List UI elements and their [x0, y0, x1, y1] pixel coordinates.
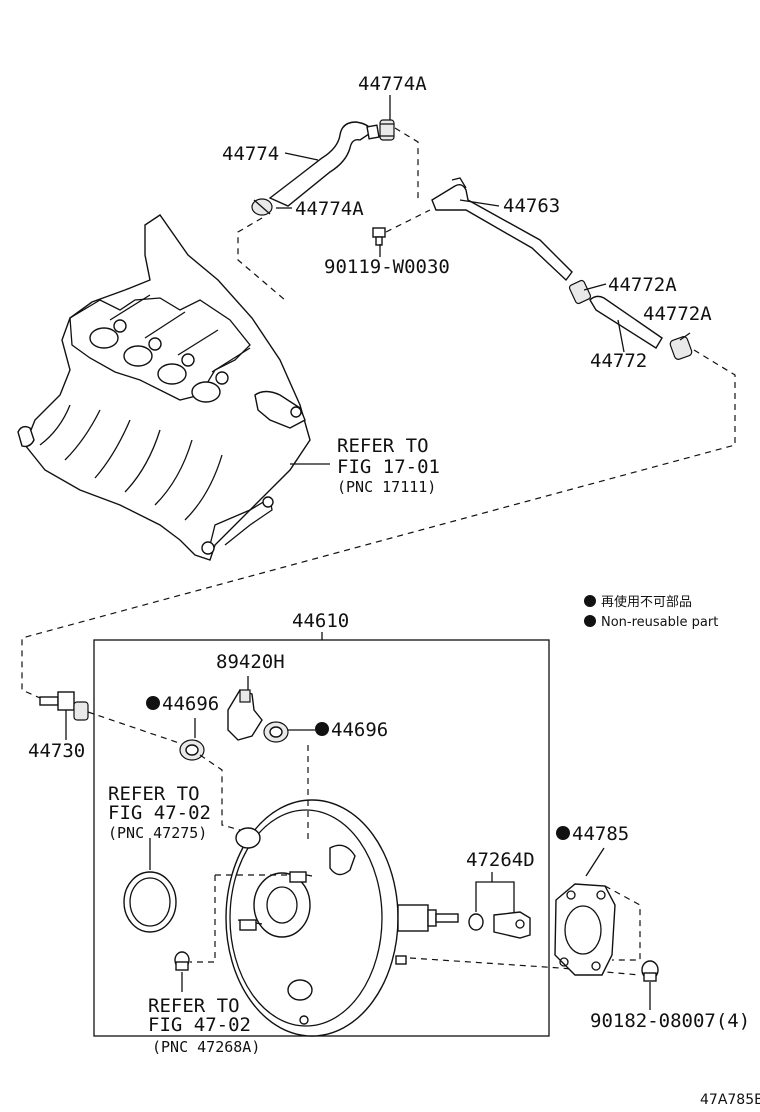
non-reusable-dot-icon — [584, 595, 596, 607]
label-47264D: 47264D — [466, 849, 535, 871]
clevis-47264D-drawing — [468, 911, 531, 939]
label-44774A-top: 44774A — [358, 73, 427, 95]
legend-english: Non-reusable part — [601, 615, 718, 630]
label-44774A-bottom: 44774A — [295, 198, 364, 220]
clamp-44772A-b — [669, 336, 693, 360]
clamp-44772A-a — [568, 279, 592, 305]
refer-fig-47-02-a-line1: REFER TO — [108, 783, 200, 805]
hose-44774-drawing — [251, 119, 395, 216]
diagram-code: 47A785B — [700, 1092, 760, 1108]
refer-fig-47-02-b-line1: REFER TO — [148, 995, 240, 1017]
check-valve-44730-drawing — [39, 691, 89, 740]
nut-90182-drawing — [641, 960, 659, 982]
gasket-44785-drawing — [554, 883, 616, 976]
label-44772A-a: 44772A — [608, 274, 677, 296]
refer-fig-47-02-a-line2: FIG 47-02 — [108, 802, 211, 824]
refer-fig-47-02-b-line3: (PNC 47268A) — [152, 1038, 260, 1056]
nut-47268A-drawing — [174, 951, 190, 971]
non-reusable-dot-icon — [556, 826, 570, 840]
legend-japanese: 再使用不可部品 — [601, 594, 692, 610]
label-90182-08007: 90182-08007(4) — [590, 1010, 750, 1032]
label-44696-left: 44696 — [162, 693, 219, 715]
refer-fig-47-02-a-line3: (PNC 47275) — [108, 824, 207, 842]
label-44772A-b: 44772A — [643, 303, 712, 325]
non-reusable-dot-icon — [584, 615, 596, 627]
pipe-44763-drawing — [431, 177, 573, 282]
label-44763: 44763 — [503, 195, 560, 217]
non-reusable-dot-icon — [146, 696, 160, 710]
label-44730: 44730 — [28, 740, 85, 762]
label-44772: 44772 — [590, 350, 647, 372]
non-reusable-dot-icon — [315, 722, 329, 736]
refer-fig-17-01-line1: REFER TO — [337, 435, 429, 457]
label-89420H: 89420H — [216, 651, 285, 673]
brake-booster-body-drawing — [225, 799, 459, 1037]
intake-manifold-drawing — [17, 214, 311, 561]
label-90119-W0030: 90119-W0030 — [324, 256, 450, 278]
label-44785: 44785 — [572, 823, 629, 845]
o-ring-47275 — [123, 871, 177, 933]
bolt-90119-drawing — [372, 227, 386, 246]
clamp-44774A-top — [379, 119, 395, 141]
refer-fig-17-01-line3: (PNC 17111) — [337, 478, 436, 496]
vacuum-sensor-89420H-drawing — [227, 689, 263, 741]
label-44610: 44610 — [292, 610, 349, 632]
hose-44772-drawing — [568, 279, 693, 360]
refer-fig-47-02-b-line2: FIG 47-02 — [148, 1014, 251, 1036]
refer-fig-17-01-line2: FIG 17-01 — [337, 456, 440, 478]
label-44696-right: 44696 — [331, 719, 388, 741]
label-44774: 44774 — [222, 143, 279, 165]
